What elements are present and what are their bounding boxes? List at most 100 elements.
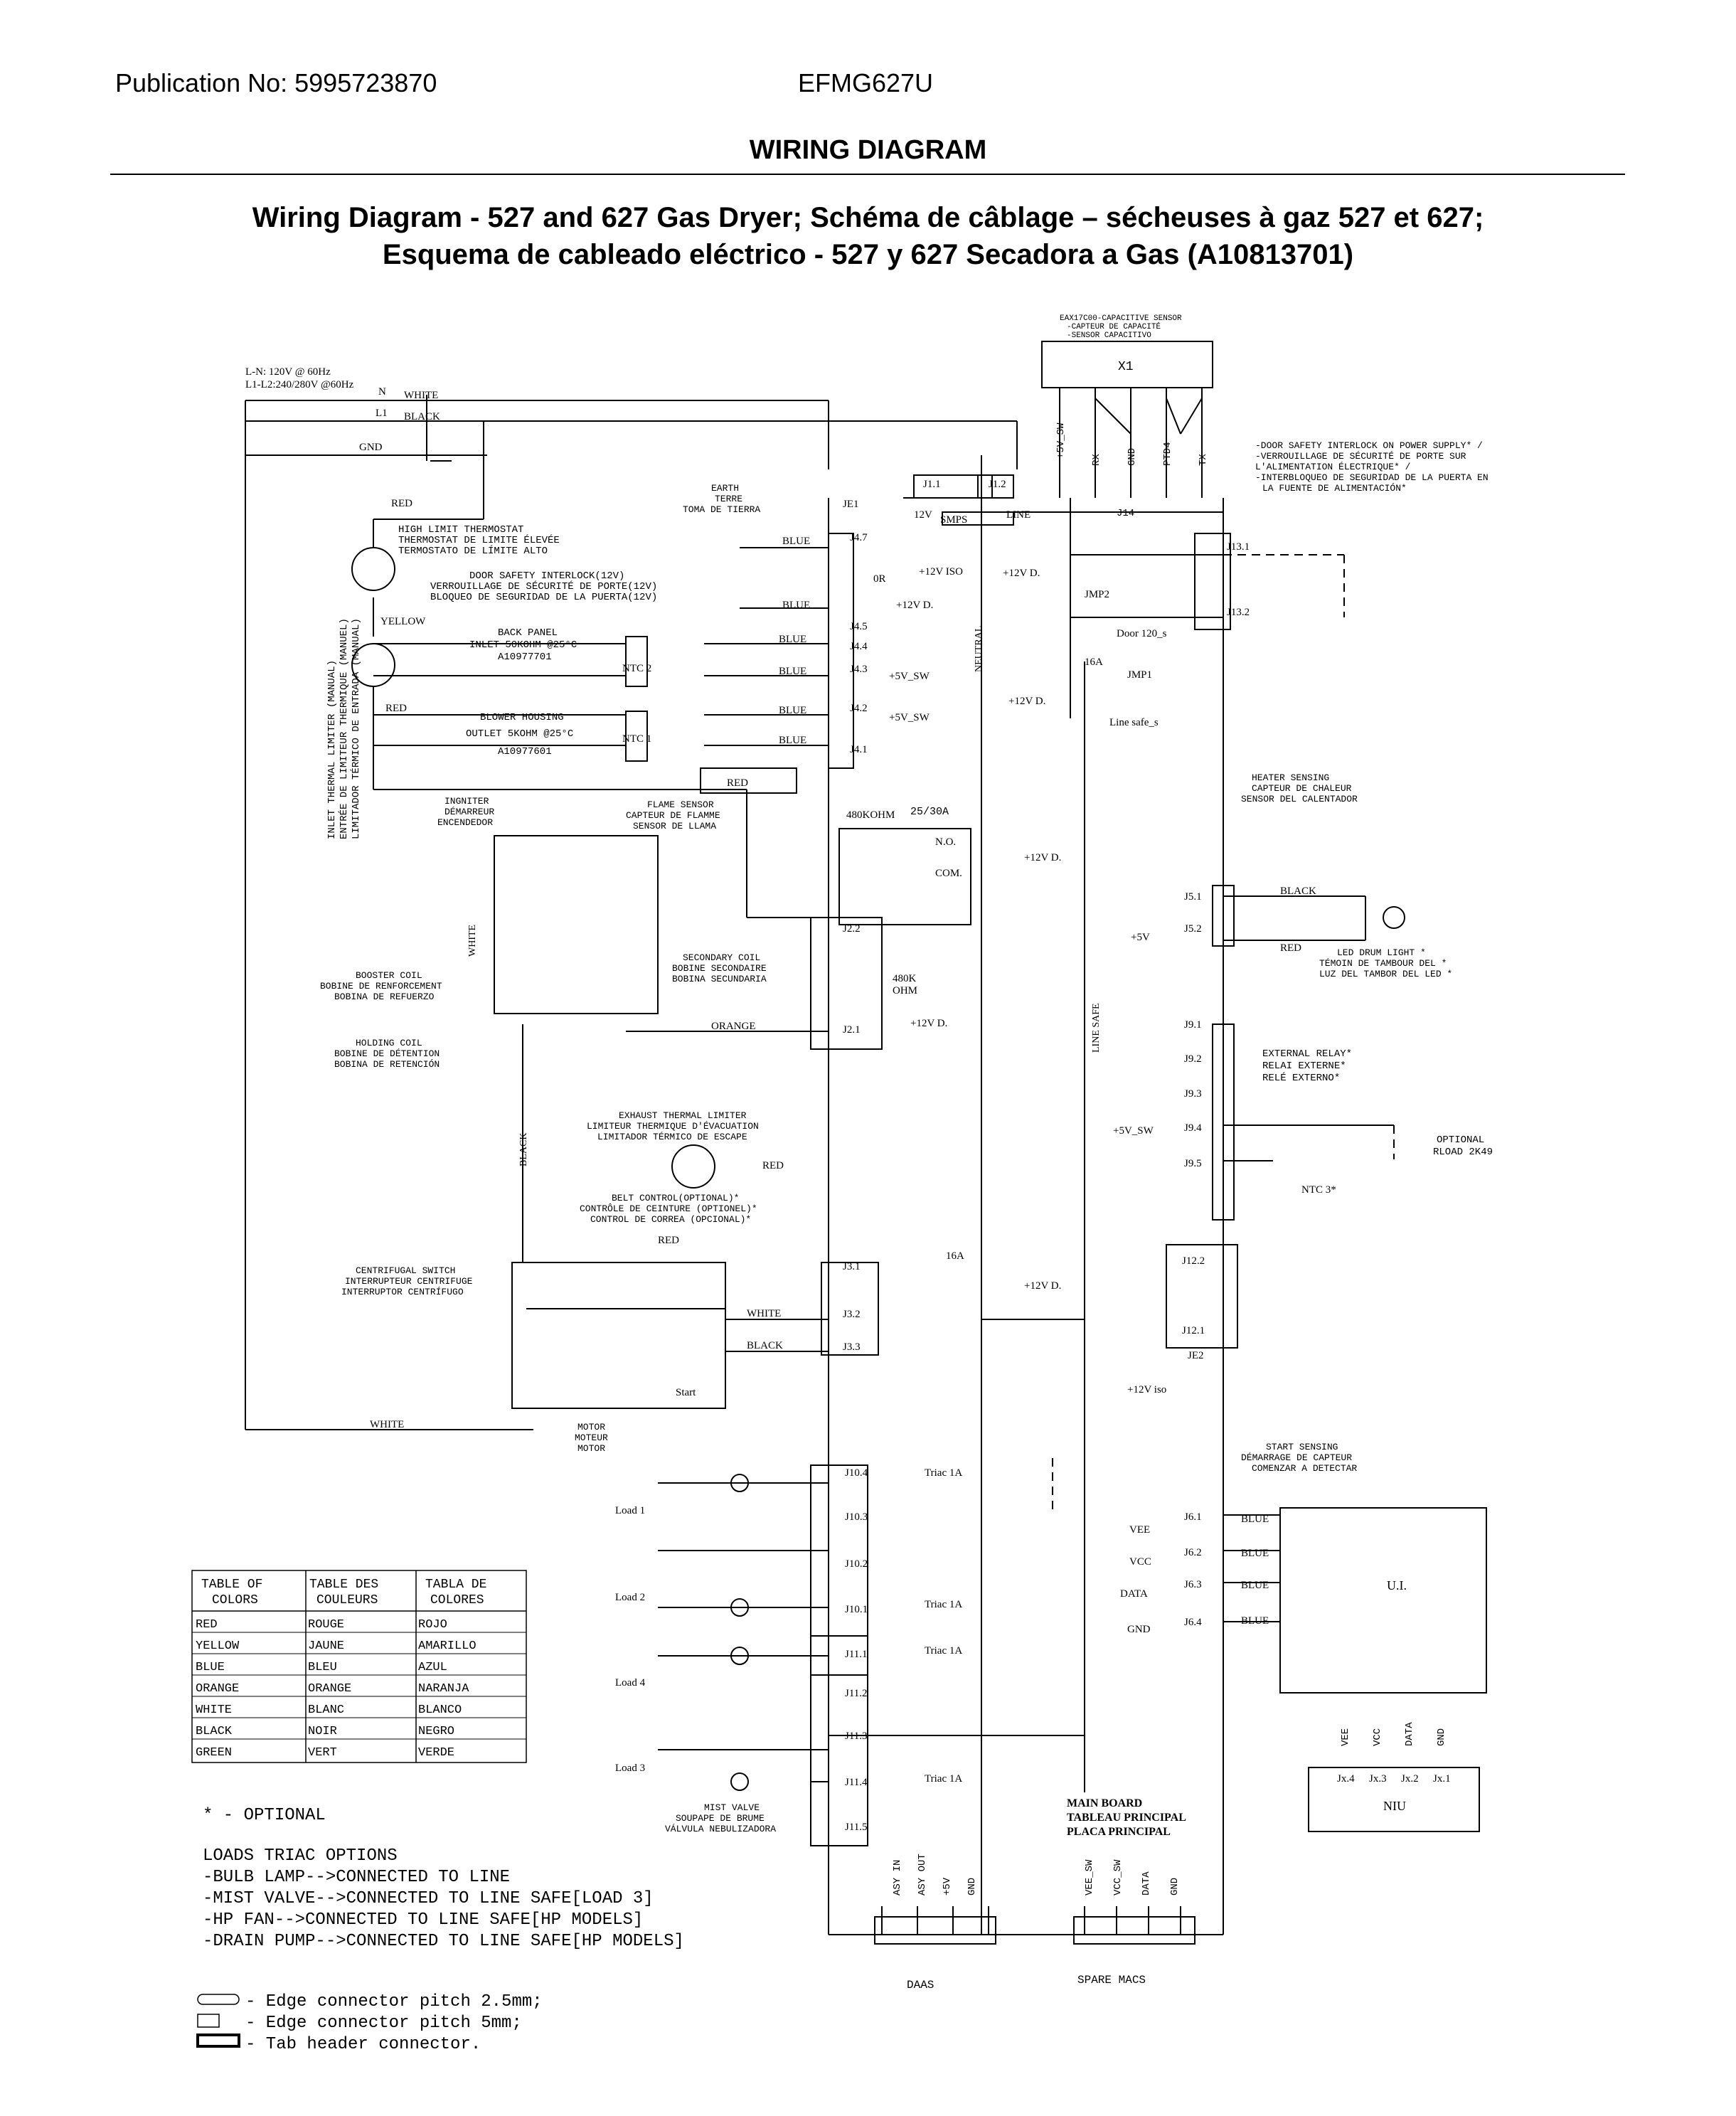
j11-3-label: J11.3 xyxy=(845,1730,868,1742)
j10-2-label: J10.2 xyxy=(845,1558,868,1570)
j12-2-label: J12.2 xyxy=(1182,1255,1205,1267)
mist-valve-1: MIST VALVE xyxy=(704,1802,760,1813)
color-table: TABLE OF COLORS TABLE DES COULEURS TABLA… xyxy=(191,1570,527,1763)
j3-1-label: J3.1 xyxy=(843,1261,861,1272)
macs-signal-3: DATA xyxy=(1141,1871,1152,1896)
wire-black-led: BLACK xyxy=(1280,886,1316,897)
wire-orange: ORANGE xyxy=(711,1021,756,1032)
j3-2-label: J3.2 xyxy=(843,1309,861,1320)
wire-yellow: YELLOW xyxy=(380,616,426,627)
earth-1: EARTH xyxy=(711,483,739,494)
connector-legend: - Edge connector pitch 2.5mm; - Edge con… xyxy=(196,1992,543,2054)
belt-2: CONTRÔLE DE CEINTURE (OPTIONEL)* xyxy=(580,1203,757,1214)
booster-coil-1: BOOSTER COIL xyxy=(356,970,422,981)
motor-2: MOTEUR xyxy=(575,1432,608,1443)
booster-coil-2: BOBINE DE RENFORCEMENT xyxy=(320,981,442,991)
table-header-en-1: TABLE OF xyxy=(201,1578,262,1592)
line-safe-label: LINE SAFE xyxy=(1091,1003,1102,1053)
wire-red-top: RED xyxy=(391,498,412,509)
door-supply-3: L'ALIMENTATION ÉLECTRIQUE* / xyxy=(1255,462,1411,472)
wire-white-motor: WHITE xyxy=(747,1308,781,1319)
components xyxy=(351,341,1487,1945)
high-limit-3: TERMOSTATO DE LÍMITE ALTO xyxy=(398,544,548,557)
wire-black-motor: BLACK xyxy=(747,1340,783,1351)
publication-number: Publication No: 5995723870 xyxy=(115,68,437,97)
mist-valve-3: VÁLVULA NEBULIZADORA xyxy=(665,1824,776,1834)
loads-triac-title: LOADS TRIAC OPTIONS xyxy=(203,1846,398,1866)
load3-label: Load 3 xyxy=(615,1763,645,1774)
j13-1-label: J13.1 xyxy=(1227,541,1250,553)
j9-2-label: J9.2 xyxy=(1184,1053,1202,1065)
a16-top-label: 16A xyxy=(1085,656,1103,668)
ntc2-label: NTC 2 xyxy=(622,663,651,674)
j4-7-label: J4.7 xyxy=(850,532,868,543)
macs-signal-2: VCC_SW xyxy=(1112,1859,1124,1896)
data-j6: DATA xyxy=(1120,1588,1148,1600)
table-row: ORANGE xyxy=(196,1682,239,1696)
triac-4: Triac 1A xyxy=(925,1773,962,1785)
wire-white-burner: WHITE xyxy=(467,925,478,957)
door-interlock-1: DOOR SAFETY INTERLOCK(12V) xyxy=(469,570,624,582)
door-interlock-3: BLOQUEO DE SEGURIDAD DE LA PUERTA(12V) xyxy=(430,592,657,603)
door-supply-2: -VERROUILLAGE DE SÉCURITÉ DE PORTE SUR xyxy=(1255,451,1466,462)
high-limit-1: HIGH LIMIT THERMOSTAT xyxy=(398,524,523,536)
inlet-limiter-3: LIMITADOR TÉRMICO DE ENTRADA (MANUAL) xyxy=(349,618,362,839)
ui-label: U.I. xyxy=(1387,1578,1407,1593)
niu-data: DATA xyxy=(1404,1722,1415,1746)
j13-2-label: J13.2 xyxy=(1227,607,1250,618)
wire-blue-j43: BLUE xyxy=(779,666,806,677)
optional-note: * - OPTIONAL xyxy=(203,1806,326,1825)
exhaust-1: EXHAUST THERMAL LIMITER xyxy=(619,1110,747,1121)
v12-d-jmp: +12V D. xyxy=(1008,696,1045,707)
j10-3-label: J10.3 xyxy=(845,1511,868,1523)
v12-d-j2: +12V D. xyxy=(910,1018,947,1029)
table-row: VERDE xyxy=(418,1746,454,1760)
table-row: NOIR xyxy=(308,1725,337,1738)
main-board-1: MAIN BOARD xyxy=(1067,1797,1142,1809)
blower-1: BLOWER HOUSING xyxy=(480,712,564,723)
secondary-coil-2: BOBINE SECONDAIRE xyxy=(672,963,767,974)
wire-blue-j62: BLUE xyxy=(1241,1548,1269,1559)
holding-coil-2: BOBINE DE DÉTENTION xyxy=(334,1048,440,1059)
heater-sensing-3: SENSOR DEL CALENTADOR xyxy=(1241,794,1358,804)
table-header-es-2: COLORES xyxy=(430,1593,484,1607)
v5-sw-j42: +5V_SW xyxy=(889,712,930,723)
daas-signal-4: GND xyxy=(966,1878,978,1896)
table-row: ORANGE xyxy=(308,1682,351,1696)
door-120s-label: Door 120_s xyxy=(1117,628,1167,639)
wire-red-mid: RED xyxy=(385,703,407,714)
inlet-limiter-2: ENTRÉE DE LIMITEUR THERMIQUE (MANUEL) xyxy=(337,618,350,839)
j4-5-label: J4.5 xyxy=(850,621,868,632)
cap-signal-4: PTD4 xyxy=(1162,442,1173,466)
booster-coil-3: BOBINA DE REFUERZO xyxy=(334,991,435,1002)
centrifugal-2: INTERRUPTEUR CENTRIFUGE xyxy=(345,1276,473,1287)
legend-3: - Tab header connector. xyxy=(245,2035,481,2054)
j2-1-label: J2.1 xyxy=(843,1024,861,1036)
wires xyxy=(245,388,1394,1935)
j9-3-label: J9.3 xyxy=(1184,1088,1202,1100)
led-drum-3: LUZ DEL TAMBOR DEL LED * xyxy=(1319,969,1452,979)
no-label: N.O. xyxy=(935,836,956,848)
je2-label: JE2 xyxy=(1188,1350,1204,1361)
header-rule xyxy=(110,174,1625,175)
line-label: LINE xyxy=(1006,509,1031,521)
cap-signal-3: GND xyxy=(1127,448,1138,466)
table-row: NEGRO xyxy=(418,1725,454,1738)
smps-label: SMPS xyxy=(940,514,967,526)
belt-3: CONTROL DE CORREA (OPCIONAL)* xyxy=(590,1214,751,1225)
loads-triac-4: -DRAIN PUMP-->CONNECTED TO LINE SAFE[HP … xyxy=(203,1932,684,1951)
v12-d-top: +12V D. xyxy=(1003,568,1040,579)
cap-sensor-title-3: -SENSOR CAPACITIVO xyxy=(1067,331,1151,340)
optional-rload-2: RLOAD 2K49 xyxy=(1433,1147,1493,1158)
vee-j6: VEE xyxy=(1129,1524,1150,1536)
j5-2-label: J5.2 xyxy=(1184,923,1202,935)
table-row: GREEN xyxy=(196,1746,232,1760)
holding-coil-1: HOLDING COIL xyxy=(356,1038,422,1048)
table-row: YELLOW xyxy=(196,1639,240,1653)
ntc3-label: NTC 3* xyxy=(1301,1184,1336,1196)
j10-1-label: J10.1 xyxy=(845,1604,868,1615)
table-row: BLUE xyxy=(196,1661,225,1674)
j2-2-label: J2.2 xyxy=(843,923,861,935)
supply-line1: L-N: 120V @ 60Hz xyxy=(245,366,331,378)
